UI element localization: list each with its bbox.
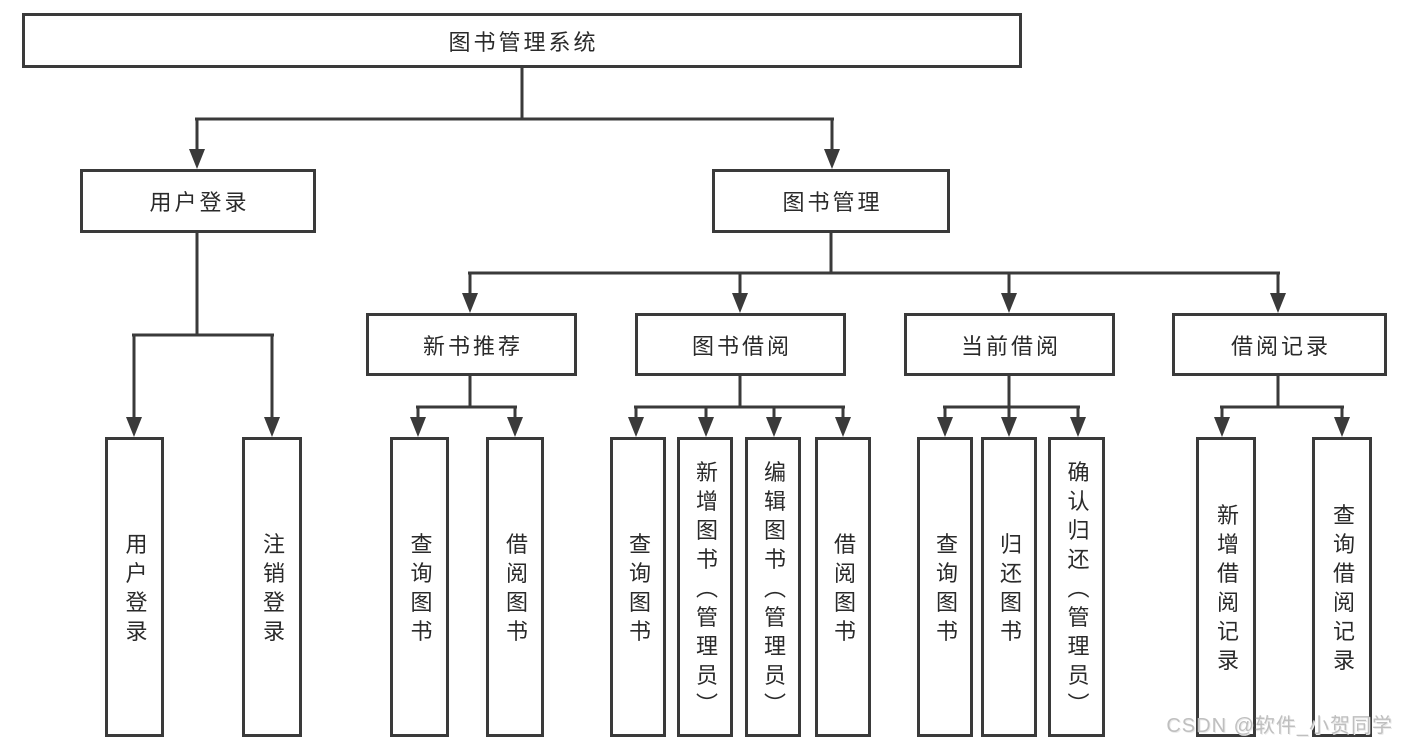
node-root: 图书管理系统 (22, 13, 1022, 68)
node-label: 查询图书 (407, 532, 433, 649)
node-label: 查询图书 (933, 532, 958, 649)
node-label: 用户登录 (122, 532, 148, 649)
node-user-login: 用户登录 (80, 169, 316, 233)
node-label: 图书借阅 (691, 333, 792, 359)
node-label: 注销登录 (260, 532, 285, 649)
leaf-query-books-current: 查询图书 (917, 437, 973, 737)
leaf-user-login: 用户登录 (105, 437, 164, 737)
leaf-edit-book-admin: 编辑图书（管理员） (745, 437, 801, 737)
node-current-borrow: 当前借阅 (904, 313, 1115, 376)
node-label: 查询图书 (626, 532, 651, 649)
node-label: 借阅图书 (831, 532, 856, 649)
leaf-borrow-books-recommend: 借阅图书 (486, 437, 544, 737)
node-label: 当前借阅 (960, 333, 1061, 359)
node-label: 归还图书 (997, 532, 1022, 649)
node-new-book-recommend: 新书推荐 (366, 313, 577, 376)
node-label: 借阅记录 (1230, 333, 1331, 359)
leaf-logout: 注销登录 (242, 437, 302, 737)
leaf-borrow-books: 借阅图书 (815, 437, 871, 737)
leaf-query-books-borrow: 查询图书 (610, 437, 666, 737)
node-label: 借阅图书 (503, 532, 528, 649)
leaf-add-borrow-record: 新增借阅记录 (1196, 437, 1256, 737)
leaf-confirm-return-admin: 确认归还（管理员） (1048, 437, 1105, 737)
leaf-add-book-admin: 新增图书（管理员） (677, 437, 733, 737)
leaf-return-book: 归还图书 (981, 437, 1037, 737)
node-label: 查询借阅记录 (1330, 503, 1355, 678)
node-borrow-records: 借阅记录 (1172, 313, 1387, 376)
node-label: 图书管理 (782, 190, 883, 215)
watermark: CSDN @软件_小贺同学 (1166, 715, 1393, 737)
node-label: 确认归还（管理员） (1064, 460, 1090, 721)
node-book-management: 图书管理 (712, 169, 950, 233)
node-label: 新增借阅记录 (1214, 503, 1239, 678)
node-book-borrow: 图书借阅 (635, 313, 846, 376)
leaf-query-books-recommend: 查询图书 (390, 437, 449, 737)
leaf-query-borrow-record: 查询借阅记录 (1312, 437, 1372, 737)
node-label: 新书推荐 (422, 333, 523, 359)
node-label: 编辑图书（管理员） (761, 460, 786, 721)
node-label: 新增图书（管理员） (693, 460, 718, 721)
node-label: 用户登录 (149, 190, 250, 215)
node-label: 图书管理系统 (448, 29, 599, 55)
